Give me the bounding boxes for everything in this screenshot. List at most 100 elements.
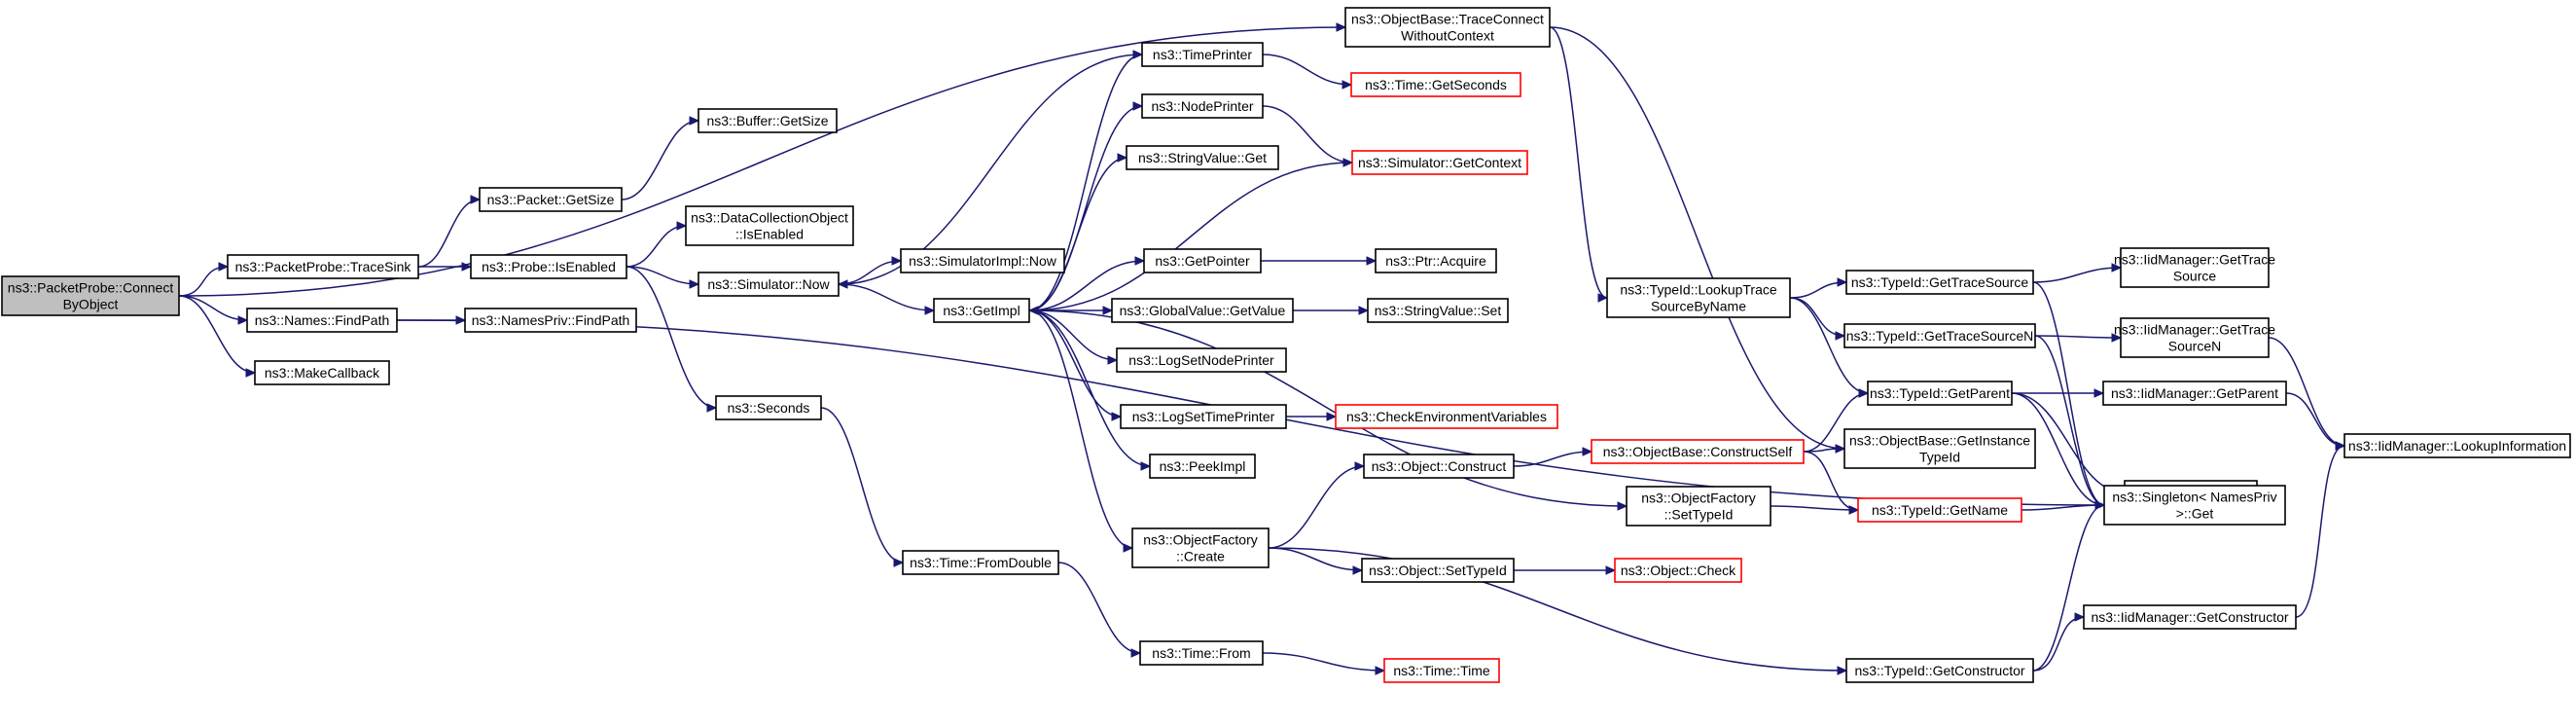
node-box[interactable] [1367,298,1509,323]
node-box[interactable] [1139,640,1264,666]
node-box[interactable] [2083,604,2297,630]
node-box[interactable] [464,308,637,333]
node-box[interactable] [715,395,822,420]
node-box[interactable] [1350,72,1521,97]
node-makecallback[interactable]: ns3::MakeCallback [254,360,390,385]
node-box[interactable] [1591,439,1805,464]
node-box[interactable] [1141,93,1264,119]
node-buffergetsize[interactable]: ns3::Buffer::GetSize [698,108,838,133]
node-getparent[interactable]: ns3::TypeId::GetParent [1867,381,2013,406]
node-box[interactable] [1867,381,2013,406]
node-getpointer[interactable]: ns3::GetPointer [1143,248,1262,273]
node-logsettime[interactable]: ns3::LogSetTimePrinter [1120,404,1287,429]
node-box[interactable] [1845,658,2034,683]
node-box[interactable] [1141,42,1264,67]
node-seconds[interactable]: ns3::Seconds [715,395,822,420]
node-getsize[interactable]: ns3::Packet::GetSize [479,187,623,212]
node-box[interactable] [1375,248,1497,273]
node-iidgettracesourcen[interactable]: ns3::IidManager::GetTraceSourceN [2114,317,2275,358]
node-box[interactable] [1120,404,1287,429]
edge-arrowhead [1837,277,1848,287]
node-getname[interactable]: ns3::TypeId::GetName [1857,497,2022,523]
node-box[interactable] [254,360,390,385]
node-objsettypeid[interactable]: ns3::Object::SetTypeId [1361,558,1515,583]
node-objconstruct[interactable]: ns3::Object::Construct [1363,454,1515,479]
node-box[interactable] [900,248,1065,273]
node-box[interactable] [2343,433,2571,458]
node-box[interactable] [1383,658,1500,683]
node-box[interactable] [1845,270,2034,295]
node-timetime[interactable]: ns3::Time::Time [1383,658,1500,683]
node-label: ::Create [1176,549,1225,564]
node-box[interactable] [1344,7,1551,48]
node-box[interactable] [1131,527,1270,568]
node-box[interactable] [698,272,840,297]
node-findpath[interactable]: ns3::Names::FindPath [246,308,398,333]
node-box[interactable] [1857,497,2022,523]
node-constructself[interactable]: ns3::ObjectBase::ConstructSelf [1591,439,1805,464]
node-gettracesource[interactable]: ns3::TypeId::GetTraceSource [1845,270,2034,295]
node-box[interactable] [2103,485,2286,526]
node-getimpl[interactable]: ns3::GetImpl [933,298,1030,323]
node-peekimpl[interactable]: ns3::PeekImpl [1149,454,1256,479]
node-box[interactable] [1335,404,1558,429]
node-nodeprinter[interactable]: ns3::NodePrinter [1141,93,1264,119]
node-box[interactable] [470,254,627,279]
node-box[interactable] [246,308,398,333]
node-ptracquire[interactable]: ns3::Ptr::Acquire [1375,248,1497,273]
node-iidgettracesource[interactable]: ns3::IidManager::GetTraceSource [2114,247,2275,288]
node-timeprinter[interactable]: ns3::TimePrinter [1141,42,1264,67]
node-simgetcontext[interactable]: ns3::Simulator::GetContext [1351,150,1528,175]
node-gettracesourcen[interactable]: ns3::TypeId::GetTraceSourceN [1843,323,2036,348]
node-stringvalueset[interactable]: ns3::StringValue::Set [1367,298,1509,323]
node-box[interactable] [2120,247,2270,288]
node-globalvalueget[interactable]: ns3::GlobalValue::GetValue [1111,298,1294,323]
node-box[interactable] [933,298,1030,323]
node-box[interactable] [902,550,1059,575]
node-box[interactable] [1143,248,1262,273]
node-box[interactable] [1111,298,1294,323]
node-box[interactable] [1116,347,1287,373]
node-namesprivfind[interactable]: ns3::NamesPriv::FindPath [464,308,637,333]
node-iidlookup[interactable]: ns3::IidManager::LookupInformation [2343,433,2571,458]
node-box[interactable] [1626,486,1771,527]
node-fromdouble[interactable]: ns3::Time::FromDouble [902,550,1059,575]
node-box[interactable] [1614,558,1742,583]
node-box[interactable] [1351,150,1528,175]
node-box[interactable] [1126,145,1279,170]
node-timefrom[interactable]: ns3::Time::From [1139,640,1264,666]
node-checkenv[interactable]: ns3::CheckEnvironmentVariables [1335,404,1558,429]
node-objcheck[interactable]: ns3::Object::Check [1614,558,1742,583]
node-tracesink[interactable]: ns3::PacketProbe::TraceSink [227,254,419,279]
node-box[interactable] [479,187,623,212]
node-box[interactable] [698,108,838,133]
node-box[interactable] [1843,323,2036,348]
node-simimplnow[interactable]: ns3::SimulatorImpl::Now [900,248,1065,273]
node-logsetnode[interactable]: ns3::LogSetNodePrinter [1116,347,1287,373]
node-box[interactable] [2102,381,2287,406]
node-objfactcreate[interactable]: ns3::ObjectFactory::Create [1131,527,1270,568]
node-iidgetconstructor[interactable]: ns3::IidManager::GetConstructor [2083,604,2297,630]
node-traceconnect[interactable]: ns3::ObjectBase::TraceConnectWithoutCont… [1344,7,1551,48]
node-iidgetparent[interactable]: ns3::IidManager::GetParent [2102,381,2287,406]
node-box[interactable] [227,254,419,279]
node-timegetseconds[interactable]: ns3::Time::GetSeconds [1350,72,1521,97]
node-box[interactable] [1,275,180,316]
node-box[interactable] [685,205,854,246]
node-stringvalueget[interactable]: ns3::StringValue::Get [1126,145,1279,170]
node-singleton[interactable]: ns3::Singleton< NamesPriv>::Get [2103,485,2286,526]
node-dcoisenabled[interactable]: ns3::DataCollectionObject::IsEnabled [685,205,854,246]
node-simnow[interactable]: ns3::Simulator::Now [698,272,840,297]
node-box[interactable] [1606,277,1791,318]
node-box[interactable] [1149,454,1256,479]
node-objfactsettypeid[interactable]: ns3::ObjectFactory::SetTypeId [1626,486,1771,527]
node-box[interactable] [1843,428,2036,469]
node-getconstructor[interactable]: ns3::TypeId::GetConstructor [1845,658,2034,683]
node-isenabled[interactable]: ns3::Probe::IsEnabled [470,254,627,279]
node-box[interactable] [1361,558,1515,583]
node-box[interactable] [2120,317,2270,358]
node-box[interactable] [1363,454,1515,479]
